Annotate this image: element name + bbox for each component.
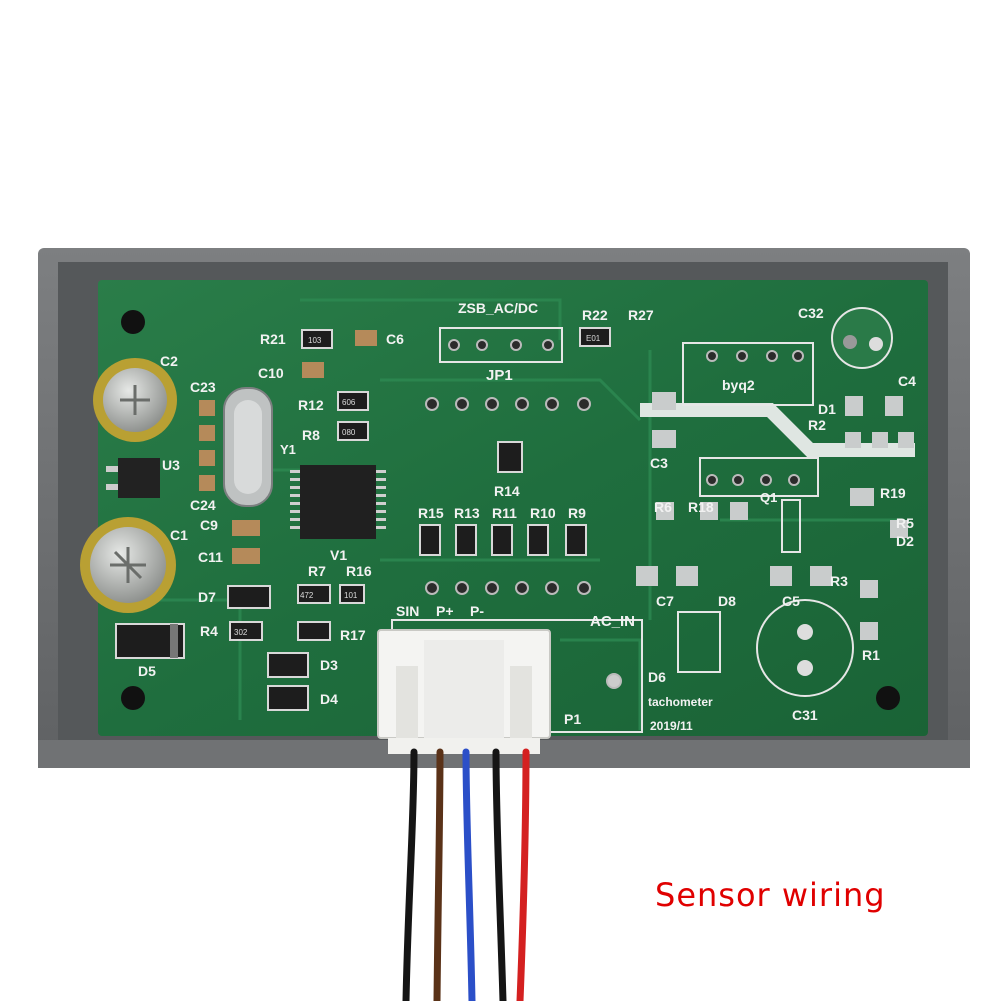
silkscreen-label: D1 xyxy=(818,401,836,417)
pin-headers xyxy=(425,339,804,689)
silkscreen-label: D5 xyxy=(138,663,156,679)
silkscreen-label: C1 xyxy=(170,527,188,543)
silkscreen-label: C23 xyxy=(190,379,216,395)
silkscreen-label: R27 xyxy=(628,307,654,323)
silkscreen-label: P+ xyxy=(436,603,454,619)
caption-text: Sensor wiring xyxy=(655,876,886,914)
silkscreen-label: R9 xyxy=(568,505,586,521)
silkscreen-label: C4 xyxy=(898,373,916,389)
silkscreen-label: R22 xyxy=(582,307,608,323)
smd-components xyxy=(199,327,914,641)
chip-marking: 080 xyxy=(342,428,356,437)
silkscreen-label: R19 xyxy=(880,485,906,501)
silkscreen-label: C11 xyxy=(198,549,223,565)
silkscreen-label: R8 xyxy=(302,427,320,443)
white-connector xyxy=(377,629,551,754)
diodes xyxy=(115,585,309,711)
silkscreen-label: JP1 xyxy=(486,367,513,384)
silkscreen-label: C31 xyxy=(792,707,818,723)
silkscreen-label: C5 xyxy=(782,593,800,609)
silkscreen-label: R5 xyxy=(896,515,914,531)
silkscreen-label: D3 xyxy=(320,657,338,673)
silkscreen-label: SIN xyxy=(396,603,419,619)
silkscreen-label: R3 xyxy=(830,573,848,589)
mounting-hole xyxy=(876,686,900,710)
silkscreen-label: R14 xyxy=(494,483,520,499)
silkscreen-label: C10 xyxy=(258,365,284,381)
silkscreen-label: R2 xyxy=(808,417,826,433)
chip-marking: 103 xyxy=(308,336,322,345)
silkscreen-label: AC_IN xyxy=(590,613,635,630)
silkscreen-label: C2 xyxy=(160,353,178,369)
silkscreen-label: D4 xyxy=(320,691,338,707)
silkscreen-label: R21 xyxy=(260,331,286,347)
silkscreen-label: R18 xyxy=(688,499,714,515)
chip-marking: 101 xyxy=(344,591,358,600)
silkscreen-label: C24 xyxy=(190,497,216,513)
silkscreen-label: R1 xyxy=(862,647,880,663)
silkscreen-label: tachometer xyxy=(648,695,713,709)
ic-chip xyxy=(290,465,386,539)
silkscreen-label: Y1 xyxy=(280,442,296,457)
silkscreen-label: U3 xyxy=(162,457,180,473)
chip-marking: 302 xyxy=(234,628,248,637)
chip-marking: 606 xyxy=(342,398,356,407)
silkscreen-label: R6 xyxy=(654,499,672,515)
silkscreen-label: ZSB_AC/DC xyxy=(458,300,538,316)
silkscreen-label: P- xyxy=(470,603,484,619)
chip-marking: 472 xyxy=(300,591,314,600)
silkscreen-label: Q1 xyxy=(760,490,777,505)
silkscreen-label: R11 xyxy=(492,505,517,521)
silkscreen-label: D7 xyxy=(198,589,216,605)
trim-pot xyxy=(831,307,893,369)
silkscreen-label: D8 xyxy=(718,593,736,609)
silkscreen-label: R17 xyxy=(340,627,366,643)
mounting-hole xyxy=(121,310,145,334)
sensor-wires xyxy=(402,748,530,1001)
electrolytic-capacitor-c1 xyxy=(80,517,176,613)
silkscreen-label: R7 xyxy=(308,563,326,579)
silkscreen-label: R10 xyxy=(530,505,556,521)
silkscreen-label: byq2 xyxy=(722,377,755,393)
silkscreen-label: R16 xyxy=(346,563,372,579)
silkscreen-label: C9 xyxy=(200,517,218,533)
chip-marking: E01 xyxy=(586,334,601,343)
silkscreen-label: C7 xyxy=(656,593,674,609)
electrolytic-capacitor-c2 xyxy=(93,358,177,442)
silkscreen-label: R12 xyxy=(298,397,324,413)
silkscreen-label: C6 xyxy=(386,331,404,347)
silkscreen-label: R13 xyxy=(454,505,480,521)
silkscreen-label: V1 xyxy=(330,547,347,563)
silkscreen-label: R15 xyxy=(418,505,444,521)
mounting-hole xyxy=(121,686,145,710)
silkscreen-label: C32 xyxy=(798,305,824,321)
regulator-u3 xyxy=(106,458,160,498)
silkscreen-label: P1 xyxy=(564,711,581,727)
crystal-y1 xyxy=(223,387,273,507)
silkscreen-label: 2019/11 xyxy=(650,719,693,733)
silkscreen-label: C3 xyxy=(650,455,668,471)
silkscreen-label: R4 xyxy=(200,623,218,639)
silkscreen-label: D2 xyxy=(896,533,914,549)
silkscreen-label: D6 xyxy=(648,669,666,685)
